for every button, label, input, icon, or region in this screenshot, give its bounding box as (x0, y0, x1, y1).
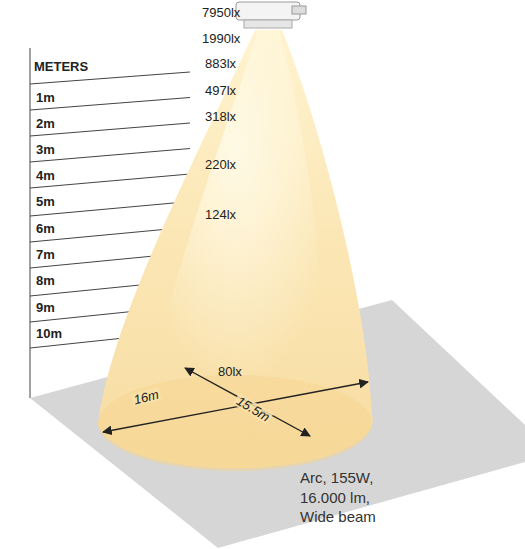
product-caption: Arc, 155W, 16.000 lm, Wide beam (300, 468, 396, 527)
meter-label: 5m (36, 195, 55, 208)
lux-value: 80lx (218, 365, 242, 378)
lux-value: 220lx (205, 158, 236, 171)
light-core (150, 30, 323, 427)
meter-label: 3m (36, 143, 55, 156)
meter-label: 1m (36, 91, 55, 104)
lux-value: 497lx (205, 84, 236, 97)
lux-value: 318lx (205, 110, 236, 123)
lux-value: 1990lx (202, 32, 240, 45)
lux-value: 883lx (205, 57, 236, 70)
scale-title: METERS (34, 60, 88, 73)
meter-label: 2m (36, 117, 55, 130)
meter-label: 10m (36, 327, 62, 340)
width-dimension (103, 382, 368, 432)
lux-value: 124lx (205, 208, 236, 221)
meter-label: 6m (36, 222, 55, 235)
meter-label: 9m (36, 301, 55, 314)
meter-label: 8m (36, 274, 55, 287)
meter-label: 4m (36, 169, 55, 182)
depth-dimension (185, 368, 310, 436)
light-spot (98, 375, 372, 471)
lux-value: 7950lx (202, 6, 240, 19)
meter-label: 7m (36, 248, 55, 261)
luminaire (236, 2, 306, 28)
